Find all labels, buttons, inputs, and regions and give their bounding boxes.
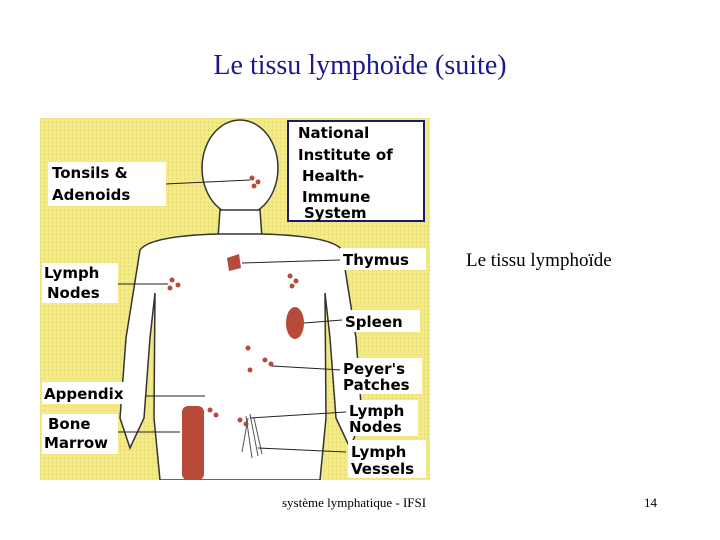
thymus-shape (227, 254, 241, 271)
lymph-nodes-left-label-2: Nodes (47, 284, 100, 302)
lymph-nodes-right-label-box (346, 400, 418, 436)
node-dot (262, 357, 268, 363)
node-dot (255, 179, 261, 185)
footer-text: système lymphatique - IFSI (282, 495, 427, 510)
nih-label-2: Institute of (298, 146, 393, 164)
spleen-label-box (342, 310, 420, 332)
lymph-nodes-right-label-1: Lymph (349, 402, 404, 420)
lymph-nodes-left-label-1: Lymph (44, 264, 99, 282)
thymus-label: Thymus (343, 251, 409, 269)
nih-box: National Institute of Health- Immune Sys… (287, 120, 425, 222)
node-dot (293, 278, 299, 284)
organs (167, 175, 304, 480)
lymph-nodes-left-label-box (42, 263, 118, 303)
lymph-vessels-label-2: Vessels (351, 460, 414, 478)
lymph-vessels-shape (241, 413, 263, 459)
peyers-patches-label-box (340, 358, 422, 394)
spleen-shape (286, 307, 304, 339)
right-labels: Thymus Spleen Peyer's Patches Lymph Node… (340, 248, 426, 478)
bone-marrow-shape (182, 406, 204, 480)
lymph-nodes-right-label-2: Nodes (349, 418, 402, 436)
lymphatic-system-diagram: Tonsils & Adenoids Lymph Nodes Appendix … (40, 118, 430, 480)
tonsils-label-box (48, 162, 166, 206)
appendix-label-box (42, 382, 144, 404)
bone-marrow-label-box (42, 414, 118, 454)
tonsils-label: Tonsils & (52, 164, 128, 182)
node-dot (289, 283, 295, 289)
slide-title: Le tissu lymphoïde (suite) (213, 50, 507, 81)
nih-label-1: National (298, 124, 369, 142)
page-number: 14 (644, 495, 657, 510)
adenoids-label: Adenoids (52, 186, 130, 204)
side-caption: Le tissu lymphoïde (466, 250, 612, 271)
nih-label-5: System (304, 204, 366, 222)
node-dot (287, 273, 293, 279)
peyers-label-2: Patches (343, 376, 410, 394)
nih-label-4: Immune (302, 188, 370, 206)
node-dot (213, 412, 219, 418)
diagram-svg: Tonsils & Adenoids Lymph Nodes Appendix … (40, 118, 430, 480)
node-dot (245, 345, 251, 351)
node-dot (175, 282, 181, 288)
peyers-label-1: Peyer's (343, 360, 405, 378)
left-labels: Tonsils & Adenoids Lymph Nodes Appendix … (42, 162, 166, 454)
bone-marrow-label-1: Bone (48, 415, 91, 433)
node-dot (247, 367, 253, 373)
node-dot (268, 361, 274, 367)
lymph-vessels-label-1: Lymph (351, 443, 406, 461)
nih-label-3: Health- (302, 167, 364, 185)
node-dot (249, 175, 255, 181)
leader-lines (116, 179, 347, 453)
appendix-label: Appendix (44, 385, 124, 403)
node-dot (237, 417, 243, 423)
lymph-vessels-label-box (348, 440, 426, 478)
spleen-label: Spleen (345, 313, 403, 331)
node-dot (207, 407, 213, 413)
node-dot (169, 277, 175, 283)
node-dot (251, 183, 257, 189)
thymus-label-box (340, 248, 426, 270)
node-dot (167, 285, 173, 291)
body-silhouette (119, 119, 363, 480)
bone-marrow-label-2: Marrow (44, 434, 108, 452)
